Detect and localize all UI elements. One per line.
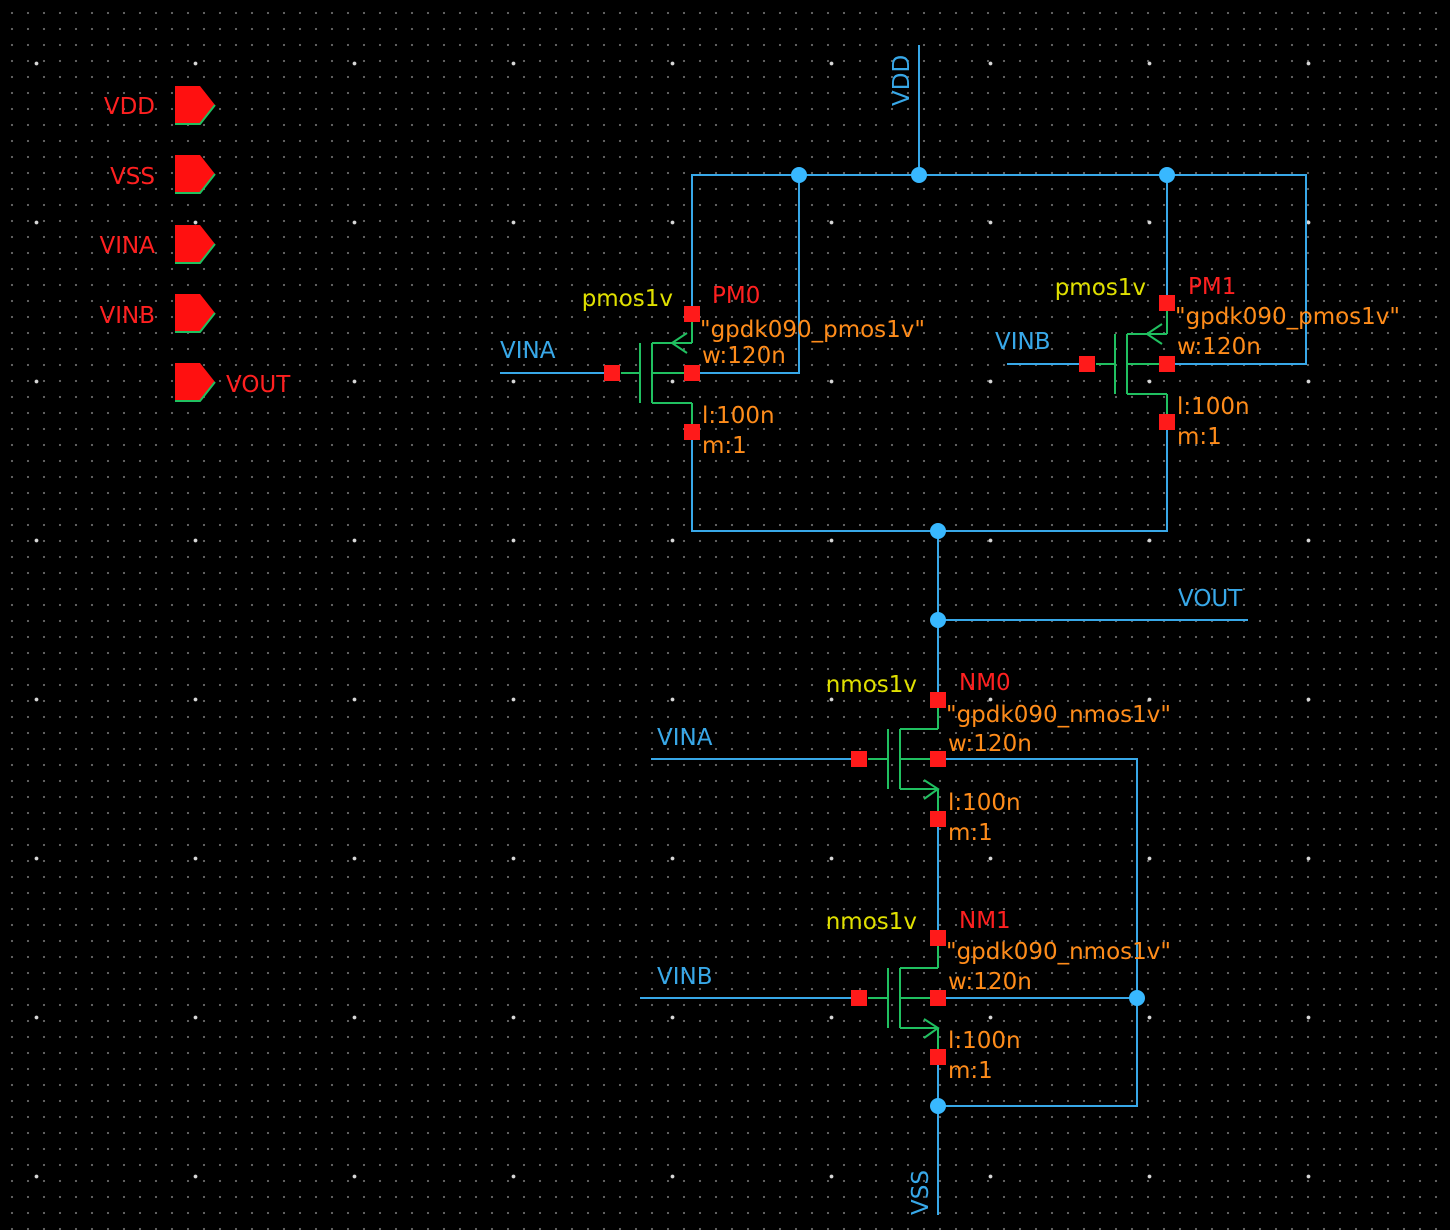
param-w: w:120n [948, 731, 1032, 757]
net-label-vss: VSS [908, 1170, 934, 1215]
transistor-nm0[interactable]: nmos1v NM0 "gpdk090_nmos1v" w:120n l:100… [826, 670, 1171, 846]
pin-outline [175, 243, 216, 264]
param-w: w:120n [948, 969, 1032, 995]
pin-label-vinb: VINB [99, 303, 155, 329]
param-l: l:100n [702, 403, 775, 429]
param-w: w:120n [702, 343, 786, 369]
model-name: "gpdk090_pmos1v" [1175, 304, 1400, 330]
param-l: l:100n [1177, 394, 1250, 420]
pin-label-vss: VSS [110, 164, 155, 190]
pin-gate[interactable] [1079, 356, 1095, 372]
pin-drain[interactable] [684, 306, 700, 322]
pin-bulk[interactable] [930, 751, 946, 767]
junction-dot [930, 612, 946, 628]
transistor-pm0[interactable]: pmos1v PM0 "gpdk090_pmos1v" w:120n l:100… [582, 283, 925, 459]
pin-vdd[interactable]: VDD [104, 86, 216, 125]
input-pin-icon [175, 225, 215, 263]
instance-name: PM1 [1188, 274, 1236, 300]
junction-dot [791, 167, 807, 183]
input-pin-icon [175, 155, 215, 193]
junction-dot [1129, 990, 1145, 1006]
transistor-nm1[interactable]: nmos1v NM1 "gpdk090_nmos1v" w:120n l:100… [826, 908, 1171, 1084]
transistor-pm1[interactable]: pmos1v PM1 "gpdk090_pmos1v" w:120n l:100… [1055, 274, 1400, 450]
net-label-pm0-gate: VINA [500, 338, 556, 364]
param-l: l:100n [948, 1028, 1021, 1054]
nmos-transistor-icon [868, 946, 940, 1049]
pmos-transistor-icon [1096, 311, 1168, 414]
cell-name: pmos1v [1055, 275, 1146, 301]
wire-nmos-bulk[interactable] [938, 758, 1138, 1107]
wires [500, 45, 1307, 1215]
pin-label-vout: VOUT [226, 372, 291, 398]
pin-label-vdd: VDD [104, 94, 155, 120]
nmos-transistor-icon [868, 708, 940, 811]
cell-name: pmos1v [582, 286, 673, 312]
pin-source[interactable] [1159, 414, 1175, 430]
pmos-transistor-icon [621, 322, 693, 424]
param-m: m:1 [948, 1058, 993, 1084]
junction-dot [911, 167, 927, 183]
pin-gate[interactable] [851, 990, 867, 1006]
net-label-pm1-gate: VINB [995, 329, 1051, 355]
pin-bulk[interactable] [930, 990, 946, 1006]
model-name: "gpdk090_pmos1v" [700, 317, 925, 343]
pin-vss[interactable]: VSS [110, 155, 216, 194]
pin-drain[interactable] [930, 930, 946, 946]
cell-name: nmos1v [826, 909, 917, 935]
pin-outline [175, 104, 216, 125]
junction-dot [930, 1098, 946, 1114]
pin-outline [175, 381, 216, 402]
pin-label-vina: VINA [100, 233, 156, 259]
param-m: m:1 [948, 820, 993, 846]
instance-name: PM0 [712, 283, 760, 309]
wire-vdd-rail[interactable] [691, 174, 1307, 365]
input-pin-icon [175, 294, 215, 332]
pin-vout[interactable]: VOUT [175, 363, 291, 402]
cell-name: nmos1v [826, 672, 917, 698]
pin-source[interactable] [684, 424, 700, 440]
pin-drain[interactable] [930, 692, 946, 708]
pin-vinb[interactable]: VINB [99, 294, 216, 333]
pin-gate[interactable] [851, 751, 867, 767]
pin-drain[interactable] [1159, 295, 1175, 311]
instance-name: NM0 [959, 670, 1011, 696]
net-label-nm0-gate: VINA [657, 725, 713, 751]
pin-outline [175, 173, 216, 194]
wire-pm0-bulk[interactable] [692, 175, 800, 374]
param-m: m:1 [702, 433, 747, 459]
model-name: "gpdk090_nmos1v" [946, 702, 1171, 728]
param-l: l:100n [948, 790, 1021, 816]
model-name: "gpdk090_nmos1v" [946, 939, 1171, 965]
pin-bulk[interactable] [684, 365, 700, 381]
pin-source[interactable] [930, 1049, 946, 1065]
pin-source[interactable] [930, 811, 946, 827]
pin-outline [175, 312, 216, 333]
input-pin-icon [175, 86, 215, 124]
param-w: w:120n [1177, 334, 1261, 360]
instance-name: NM1 [959, 908, 1011, 934]
junctions [791, 167, 1175, 1114]
net-label-nm1-gate: VINB [657, 964, 713, 990]
junction-dot [930, 523, 946, 539]
wire-pmos-drains[interactable] [691, 422, 1168, 532]
param-m: m:1 [1177, 424, 1222, 450]
net-label-vout: VOUT [1178, 586, 1243, 612]
output-pin-icon [175, 363, 215, 401]
pin-gate[interactable] [604, 365, 620, 381]
junction-dot [1159, 167, 1175, 183]
pin-vina[interactable]: VINA [100, 225, 216, 264]
pin-bulk[interactable] [1159, 356, 1175, 372]
net-label-vdd: VDD [889, 55, 915, 106]
